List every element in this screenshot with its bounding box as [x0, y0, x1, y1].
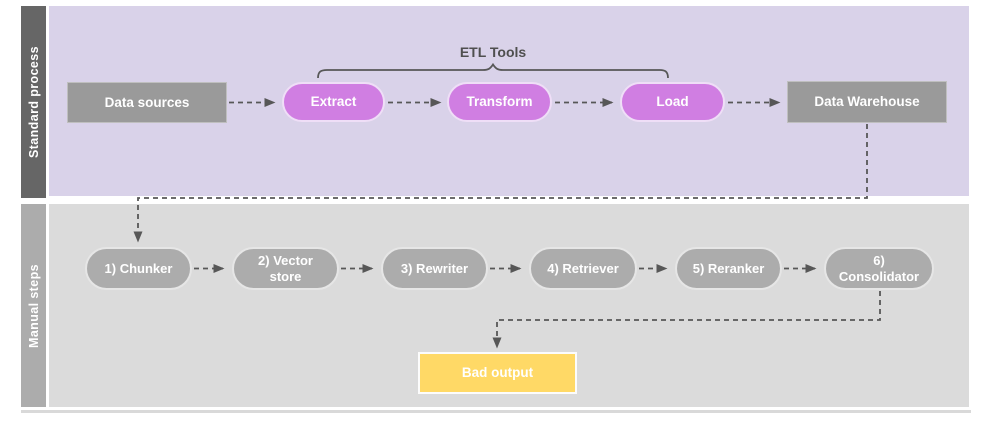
node-consolidator: 6) Consolidator	[824, 247, 934, 290]
lane-manual-label: Manual steps	[26, 263, 41, 348]
lane-manual-strip: Manual steps	[21, 204, 46, 407]
node-extract: Extract	[282, 82, 385, 122]
node-vector-store: 2) Vector store	[232, 247, 339, 290]
node-retriever: 4) Retriever	[529, 247, 637, 290]
node-reranker: 5) Reranker	[675, 247, 782, 290]
etl-tools-label: ETL Tools	[459, 44, 527, 60]
node-transform: Transform	[447, 82, 552, 122]
node-data-sources: Data sources	[67, 82, 227, 123]
node-chunker: 1) Chunker	[85, 247, 192, 290]
node-load: Load	[620, 82, 725, 122]
lane-standard-label: Standard process	[26, 46, 41, 158]
bottom-divider	[21, 410, 971, 413]
lane-standard-strip: Standard process	[21, 6, 46, 198]
node-bad-output: Bad output	[418, 352, 577, 394]
node-data-warehouse: Data Warehouse	[787, 81, 947, 123]
node-rewriter: 3) Rewriter	[381, 247, 488, 290]
